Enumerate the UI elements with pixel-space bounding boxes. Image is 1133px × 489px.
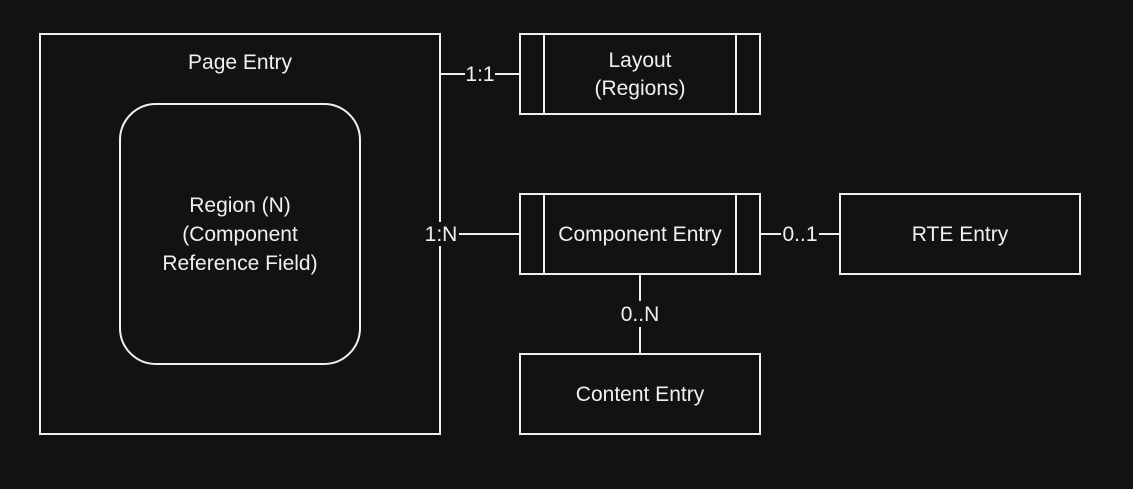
node-region[interactable]: Region (N) (Component Reference Field) [119, 103, 361, 365]
node-label-line: Reference Field) [162, 252, 317, 275]
node-layout[interactable]: Layout (Regions) [519, 33, 761, 115]
node-label-line: Region (N) [189, 194, 291, 217]
node-label-line: (Component [182, 223, 298, 246]
edge-component-content: 0..N [618, 274, 662, 354]
edge-label: 1:1 [465, 63, 494, 86]
edge-label: 0..1 [782, 223, 817, 246]
node-rte-entry[interactable]: RTE Entry [839, 193, 1081, 275]
node-label: Page Entry [188, 51, 292, 74]
node-component-entry[interactable]: Component Entry [519, 193, 761, 275]
edge-page-layout: 1:1 [440, 62, 520, 86]
node-label-line: (Regions) [594, 77, 685, 100]
edge-component-rte: 0..1 [760, 222, 840, 246]
node-label: Content Entry [576, 383, 705, 406]
node-label-line: Layout [608, 49, 671, 72]
edge-label: 0..N [621, 303, 660, 326]
node-content-entry[interactable]: Content Entry [519, 353, 761, 435]
node-label: Component Entry [558, 223, 722, 246]
node-label: RTE Entry [912, 223, 1009, 246]
edge-label-region-component: 1:N [425, 223, 458, 246]
